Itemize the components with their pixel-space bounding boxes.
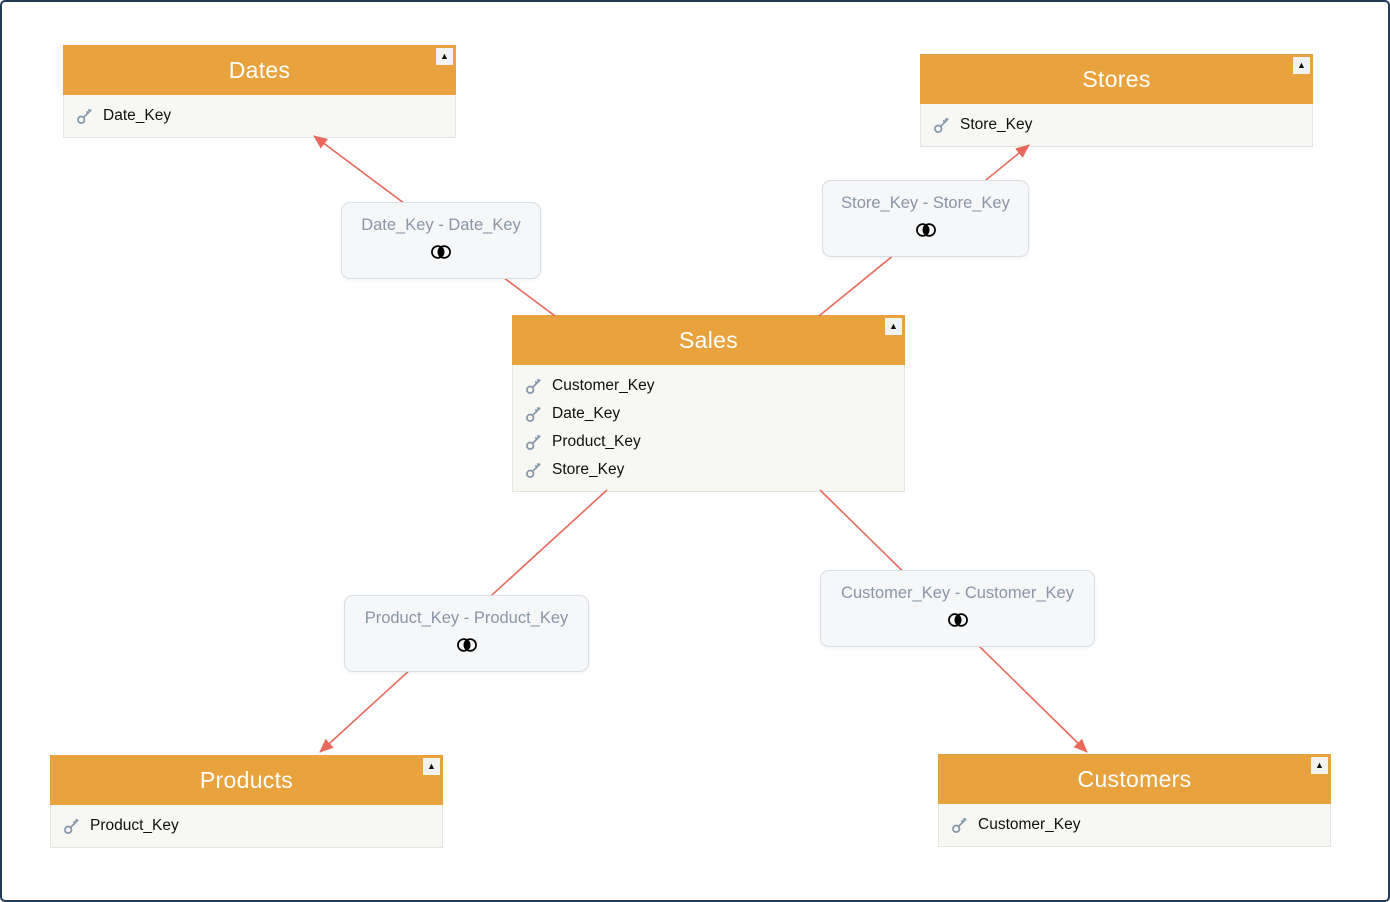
field-row[interactable]: Date_Key [64, 102, 455, 130]
key-icon [525, 377, 543, 395]
inner-join-icon [429, 244, 453, 265]
field-name: Customer_Key [552, 377, 655, 394]
table-field-list: Product_Key [50, 805, 443, 848]
table-header[interactable]: Stores ▲ [920, 54, 1313, 104]
relationship-label: Date_Key - Date_Key [361, 216, 521, 234]
field-row[interactable]: Customer_Key [513, 372, 904, 400]
key-icon [933, 116, 951, 134]
key-icon [951, 816, 969, 834]
table-customers[interactable]: Customers ▲ Customer_Key [938, 754, 1331, 847]
collapse-button[interactable]: ▲ [1311, 757, 1328, 774]
collapse-triangle-icon: ▲ [440, 51, 449, 61]
field-name: Store_Key [552, 461, 625, 478]
relationship-box-customer-key[interactable]: Customer_Key - Customer_Key [820, 570, 1095, 647]
table-header[interactable]: Sales ▲ [512, 315, 905, 365]
table-field-list: Customer_Key [938, 804, 1331, 847]
field-row[interactable]: Store_Key [921, 111, 1312, 139]
table-sales[interactable]: Sales ▲ Customer_Key [512, 315, 905, 492]
relationship-box-store-key[interactable]: Store_Key - Store_Key [822, 180, 1029, 257]
table-field-list: Date_Key [63, 95, 456, 138]
field-name: Store_Key [960, 116, 1033, 133]
table-title: Customers [1077, 765, 1192, 792]
field-row[interactable]: Date_Key [513, 400, 904, 428]
field-name: Product_Key [552, 433, 641, 450]
field-row[interactable]: Store_Key [513, 456, 904, 484]
key-icon [76, 107, 94, 125]
field-name: Date_Key [103, 107, 172, 124]
key-icon [63, 817, 81, 835]
collapse-button[interactable]: ▲ [436, 48, 453, 65]
collapse-triangle-icon: ▲ [889, 321, 898, 331]
inner-join-icon [914, 222, 938, 243]
table-header[interactable]: Dates ▲ [63, 45, 456, 95]
table-title: Sales [678, 326, 739, 353]
table-dates[interactable]: Dates ▲ Date_Key [63, 45, 456, 138]
collapse-button[interactable]: ▲ [423, 758, 440, 775]
table-title: Stores [1082, 65, 1151, 92]
inner-join-icon [455, 637, 479, 658]
relationship-label: Store_Key - Store_Key [841, 194, 1010, 212]
field-row[interactable]: Product_Key [513, 428, 904, 456]
collapse-triangle-icon: ▲ [1315, 760, 1324, 770]
field-row[interactable]: Customer_Key [939, 811, 1330, 839]
table-header[interactable]: Customers ▲ [938, 754, 1331, 804]
table-products[interactable]: Products ▲ Product_Key [50, 755, 443, 848]
table-header[interactable]: Products ▲ [50, 755, 443, 805]
field-row[interactable]: Product_Key [51, 812, 442, 840]
collapse-button[interactable]: ▲ [885, 318, 902, 335]
collapse-triangle-icon: ▲ [427, 761, 436, 771]
relationship-label: Customer_Key - Customer_Key [841, 584, 1074, 602]
field-name: Customer_Key [978, 816, 1081, 833]
table-title: Dates [228, 56, 291, 83]
field-name: Date_Key [552, 405, 621, 422]
relationship-label: Product_Key - Product_Key [364, 609, 569, 627]
relationship-box-date-key[interactable]: Date_Key - Date_Key [341, 202, 541, 279]
key-icon [525, 405, 543, 423]
key-icon [525, 461, 543, 479]
key-icon [525, 433, 543, 451]
table-stores[interactable]: Stores ▲ Store_Key [920, 54, 1313, 147]
table-title: Products [199, 766, 294, 793]
field-name: Product_Key [90, 817, 179, 834]
table-field-list: Store_Key [920, 104, 1313, 147]
table-field-list: Customer_Key Date_Key [512, 365, 905, 492]
collapse-triangle-icon: ▲ [1297, 60, 1306, 70]
collapse-button[interactable]: ▲ [1293, 57, 1310, 74]
inner-join-icon [946, 612, 970, 633]
relationship-box-product-key[interactable]: Product_Key - Product_Key [344, 595, 589, 672]
